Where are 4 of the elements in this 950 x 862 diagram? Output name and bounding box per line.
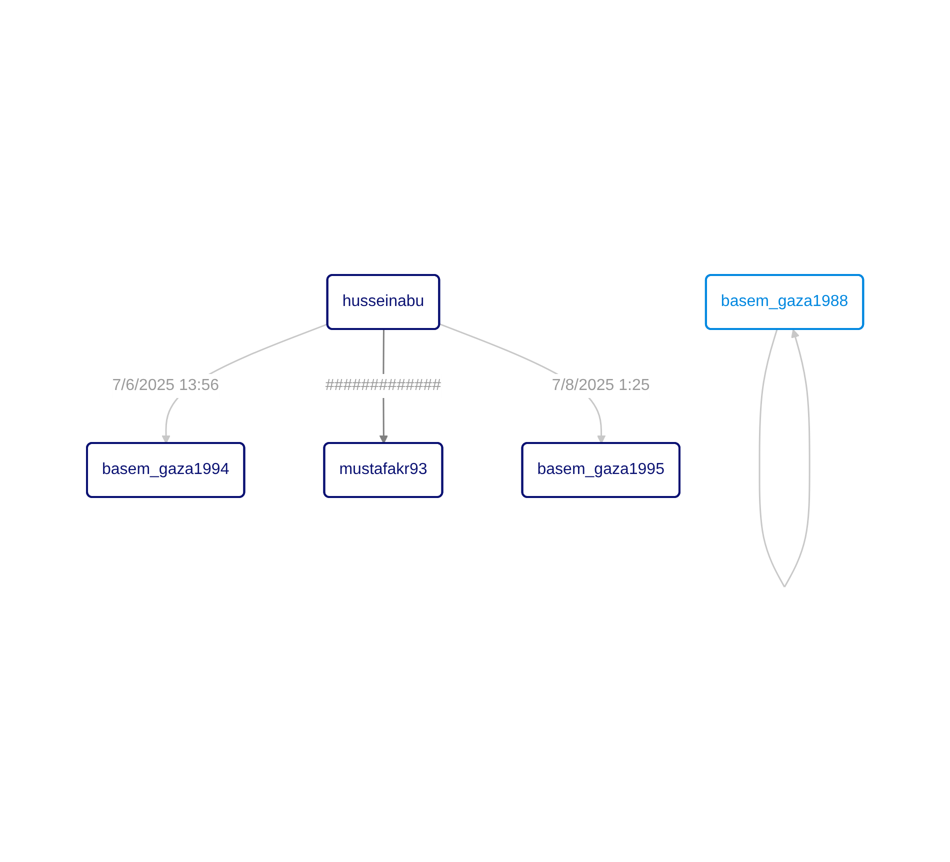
edge-label: 7/8/2025 1:25 bbox=[552, 376, 650, 394]
edge-label: 7/6/2025 13:56 bbox=[112, 376, 219, 394]
edge-label: ############# bbox=[325, 376, 442, 394]
arrow bbox=[758, 329, 810, 588]
